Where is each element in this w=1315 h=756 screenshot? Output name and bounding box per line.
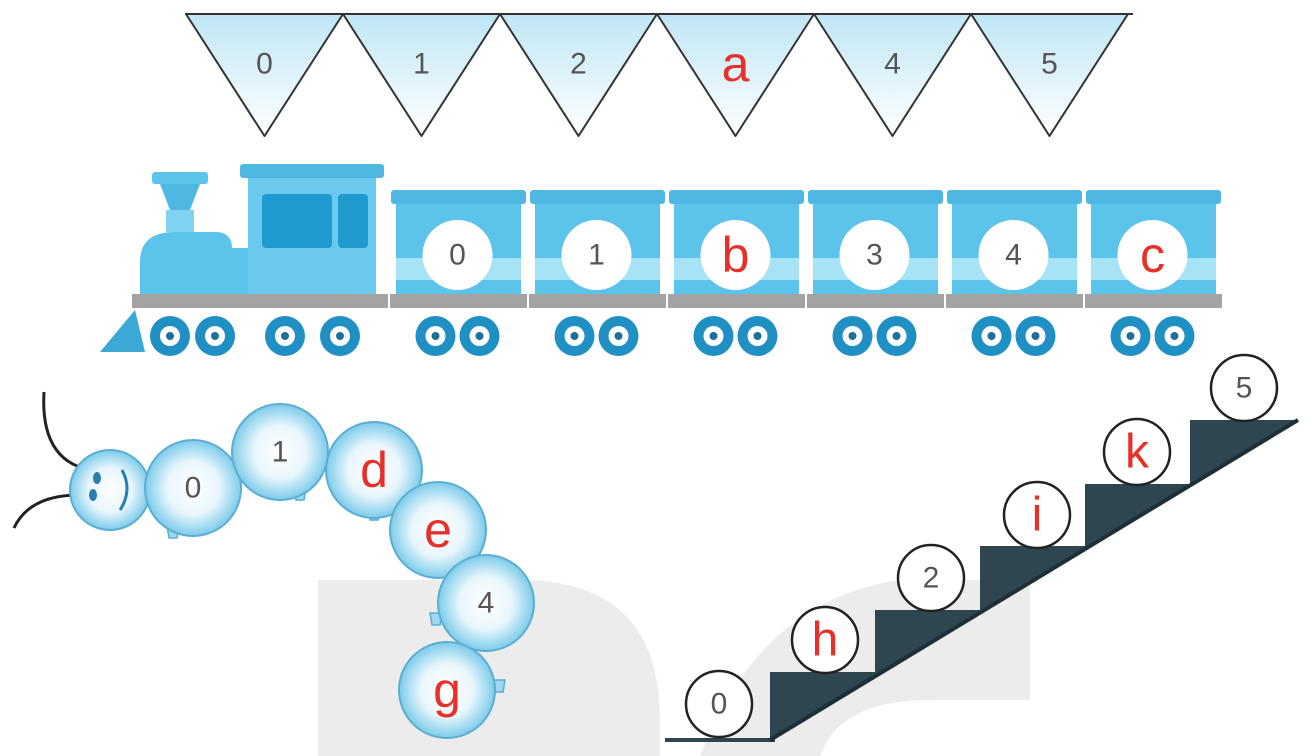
stair-ball: i [1002, 480, 1072, 550]
car-number-badge [839, 220, 910, 290]
flag: 2 [499, 13, 658, 137]
train-car: b [668, 190, 805, 308]
car-number-badge [422, 220, 493, 290]
wheel [876, 316, 917, 356]
caterpillar: 0 1 de4 g [12, 391, 535, 739]
wheel [737, 316, 778, 356]
car-number-badge [978, 220, 1049, 290]
wheel [832, 316, 873, 356]
segment-label: g [433, 662, 461, 718]
flag-label: a [722, 36, 750, 92]
wheel [554, 316, 595, 356]
flag-label: 4 [884, 48, 901, 81]
car-label: c [1140, 227, 1165, 283]
wheel [1110, 316, 1151, 356]
car-number-badge [561, 220, 632, 290]
staircase: 0 h 2 i k 5 [665, 353, 1300, 742]
stair-ball: 5 [1209, 353, 1279, 423]
wheel [1154, 316, 1195, 356]
caterpillar-segment: 0 [144, 439, 242, 537]
wheel [459, 316, 500, 356]
segment-label: e [424, 502, 452, 558]
car-label: 1 [588, 239, 605, 272]
caterpillar-segment: e [389, 481, 487, 579]
wheel [971, 316, 1012, 356]
wheel [693, 316, 734, 356]
segment-label: 0 [185, 472, 202, 505]
antenna-left [42, 391, 91, 472]
stair-ball: 0 [684, 669, 754, 739]
segment-label: d [360, 442, 388, 498]
ball-label: 5 [1236, 372, 1253, 405]
train-car: c [1085, 190, 1222, 308]
train-car: 0 [390, 190, 527, 308]
caterpillar-segment: 4 [437, 554, 535, 652]
caterpillar-segment: d [325, 421, 423, 519]
ball-label: i [1032, 489, 1043, 542]
stair-ball: 2 [896, 543, 966, 613]
flag: 1 [342, 13, 501, 137]
stair-ball: h [790, 605, 860, 675]
flag-label: 5 [1041, 48, 1058, 81]
train-car: 1 [529, 190, 666, 308]
wheel [1015, 316, 1056, 356]
car-label: 3 [866, 239, 883, 272]
car-number-badge [1117, 220, 1188, 290]
flag-label: 0 [256, 48, 273, 81]
wheel [265, 316, 305, 356]
car-label: 4 [1005, 239, 1022, 272]
wheel [415, 316, 456, 356]
wheel [195, 316, 235, 356]
stair-ball: k [1102, 417, 1172, 487]
caterpillar-segment: 1 [231, 403, 329, 501]
wheel [150, 316, 190, 356]
ball-label: h [812, 614, 839, 667]
locomotive [100, 164, 388, 352]
caterpillar-segment: g [398, 641, 496, 739]
flag: 4 [813, 13, 972, 137]
flag: a [656, 13, 815, 137]
train-car: 3 [807, 190, 944, 308]
segment-label: 1 [272, 436, 289, 469]
segment-label: 4 [478, 587, 495, 620]
ball-label: k [1125, 426, 1150, 479]
flag-label: 2 [570, 48, 587, 81]
ball-label: 0 [711, 688, 728, 721]
car-label: b [722, 227, 750, 283]
flag: 5 [970, 13, 1129, 137]
car-label: 0 [449, 239, 466, 272]
bunting: 0 1 2 a 4 5 [185, 13, 1133, 137]
caterpillar-head [69, 449, 151, 531]
car-number-badge [700, 220, 771, 290]
ball-label: 2 [923, 562, 940, 595]
train-car: 4 [946, 190, 1083, 308]
train: 0 1 b 3 4 c [100, 164, 1222, 356]
flag: 0 [185, 13, 344, 137]
wheel [598, 316, 639, 356]
wheel [320, 316, 360, 356]
flag-label: 1 [413, 48, 430, 81]
